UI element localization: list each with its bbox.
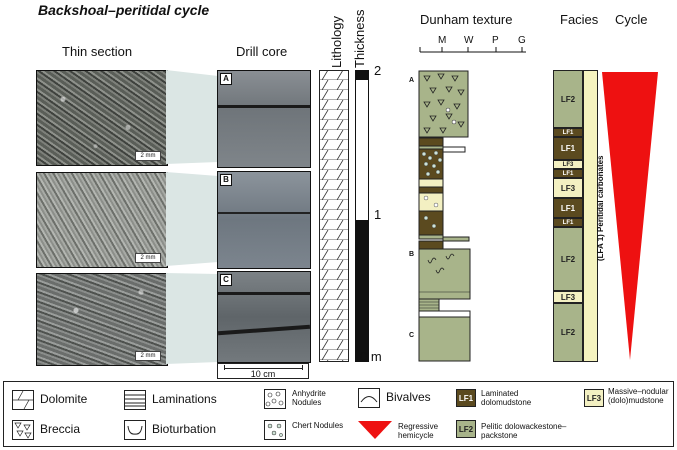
dolomite-icon (12, 390, 34, 410)
breccia-icon (12, 420, 34, 440)
legend: Dolomite Laminations Anhydrite Nodules B… (3, 381, 674, 447)
lithology-column (319, 70, 349, 362)
facies-interval: LF3 (553, 160, 583, 169)
bioturbation-icon (124, 420, 146, 440)
log-marker-b: B (409, 251, 415, 258)
facies-interval: LF1 (553, 218, 583, 227)
figure-title: Backshoal–peritidal cycle (38, 2, 210, 18)
drill-core-photo-b: B (217, 171, 311, 269)
legend-laminations: Laminations (152, 392, 217, 406)
thin-section-photo-b: 2 mm (36, 172, 168, 268)
facies-interval: LF2 (553, 303, 583, 362)
legend-breccia: Breccia (40, 422, 81, 436)
thin-section-scale: 2 mm (135, 151, 161, 161)
facies-interval: LF3 (553, 178, 583, 198)
dunham-texture-header: Dunham texture (420, 12, 513, 27)
facies-interval: LF2 (553, 70, 583, 128)
thin-section-scale: 2 mm (135, 351, 161, 361)
core-scale-label: 10 cm (250, 369, 276, 379)
log-marker-c: C (409, 332, 415, 339)
legend-bioturbation: Bioturbation (152, 422, 217, 436)
facies-header: Facies (560, 12, 599, 27)
core-scale-box: 10 cm (217, 363, 309, 379)
connector-wedges (166, 70, 218, 364)
thickness-tick-mid: 1 (374, 207, 382, 222)
bivalves-icon (358, 388, 380, 408)
lithology-header: Lithology (329, 15, 344, 68)
sedimentary-log (418, 70, 471, 362)
facies-interval: LF1 (553, 137, 583, 160)
dunham-tick-w: W (464, 35, 474, 46)
thin-section-photo-a: 2 mm (36, 70, 168, 166)
drill-core-label: A (220, 73, 232, 85)
anhydrite-nodules-icon (264, 389, 286, 409)
thickness-tick-top: 2 (374, 63, 382, 78)
facies-interval: LF1 (553, 198, 583, 218)
dunham-tick-m: M (438, 35, 447, 46)
lf1-swatch: LF1 (456, 389, 476, 407)
cycle-header: Cycle (615, 12, 648, 27)
facies-interval: LF1 (553, 128, 583, 137)
drill-core-label: C (220, 274, 232, 286)
cycle-triangle (602, 72, 658, 360)
legend-lf2-text: Pelitic dolowackestone–packstone (481, 422, 567, 440)
chert-nodules-icon (264, 420, 286, 440)
facies-interval: LF1 (553, 169, 583, 178)
legend-dolomite: Dolomite (40, 392, 88, 406)
log-lf1-strip (418, 137, 444, 147)
drill-core-label: B (220, 174, 232, 186)
drill-core-photo-a: A (217, 70, 311, 168)
drill-core-photo-c: C (217, 271, 311, 363)
laminations-icon (124, 390, 146, 410)
legend-bivalves: Bivalves (386, 390, 431, 404)
legend-chert: Chert Nodules (292, 421, 344, 430)
thin-section-photo-c: 2 mm (36, 273, 168, 366)
dunham-axis (419, 47, 526, 53)
thin-section-scale: 2 mm (135, 253, 161, 263)
regressive-hemicycle-icon (358, 421, 392, 439)
drill-core-header: Drill core (236, 44, 288, 59)
dunham-tick-g: G (518, 35, 526, 46)
legend-regressive: Regressive hemicycle (398, 422, 439, 440)
lfa-column: (LFA 1) Peritidal carbonates (583, 70, 605, 362)
lf2-swatch: LF2 (456, 420, 476, 438)
legend-anhydrite: Anhydrite Nodules (292, 389, 326, 407)
thickness-tick-bottom: 0 m (360, 349, 382, 364)
dunham-tick-p: P (492, 35, 499, 46)
lf3-swatch: LF3 (584, 389, 604, 407)
thickness-header: Thickness (352, 9, 367, 68)
connector-wedge-b (166, 172, 218, 266)
facies-interval: LF3 (553, 291, 583, 303)
thin-section-header: Thin section (62, 44, 133, 59)
log-marker-a: A (409, 77, 415, 84)
connector-wedge-c (166, 273, 218, 364)
regressive-hemicycle-triangle (602, 72, 658, 360)
facies-interval: LF2 (553, 227, 583, 291)
thickness-bar (355, 70, 369, 362)
connector-wedge-a (166, 70, 218, 164)
legend-lf1-text: Laminated dolomudstone (481, 389, 532, 407)
legend-lf3-text: Massive–nodular (dolo)mudstone (608, 387, 669, 405)
log-lf2-lower (418, 248, 471, 300)
